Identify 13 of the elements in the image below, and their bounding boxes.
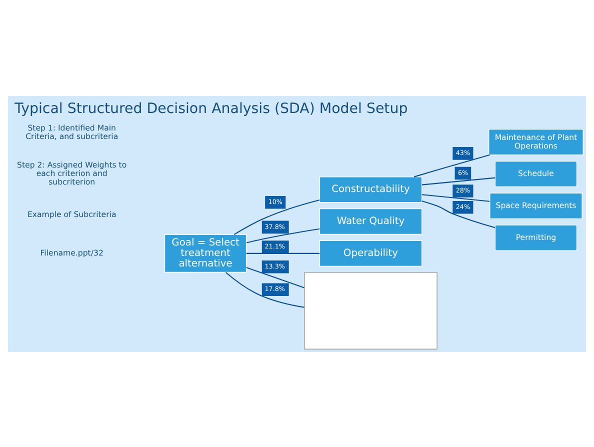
- connector: [246, 252, 320, 254]
- diagram-title: Typical Structured Decision Analysis (SDA) Model Setup: [14, 100, 408, 117]
- node-box: Constructability: [319, 176, 422, 202]
- connector: [422, 194, 490, 202]
- node-box: Water Quality: [319, 208, 422, 234]
- connector: [225, 271, 304, 308]
- connector: [422, 176, 496, 185]
- connector: [246, 266, 304, 288]
- connector: [246, 228, 320, 243]
- connector: [414, 154, 490, 177]
- node-box: Goal = Select treatment alternative: [164, 234, 247, 272]
- node-box: [304, 272, 438, 350]
- node-box: Operability: [319, 240, 422, 266]
